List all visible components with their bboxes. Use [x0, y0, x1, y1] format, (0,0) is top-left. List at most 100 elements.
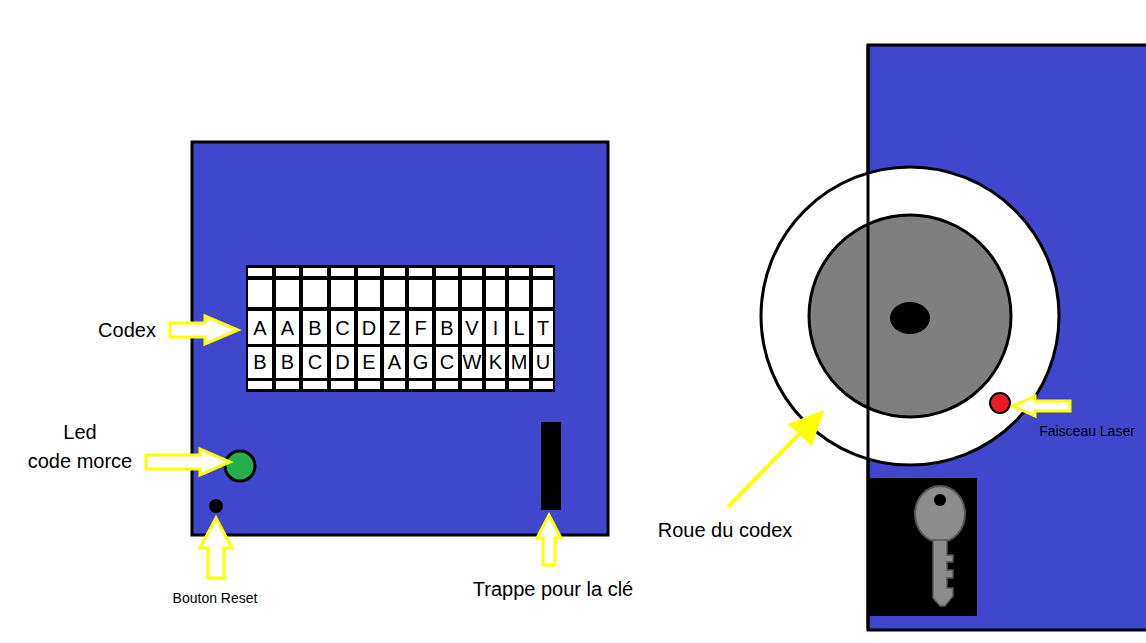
codex-cell: [462, 347, 482, 378]
wheel-axle: [890, 302, 930, 334]
codex-cell: [436, 347, 458, 378]
codex-cell: [509, 280, 529, 307]
codex-cell: [276, 381, 299, 389]
codex-cell: [276, 268, 299, 276]
codex-cell: [462, 381, 482, 389]
codex-cell: [533, 280, 553, 307]
callout-arrow: [170, 316, 238, 344]
codex-cell: [331, 280, 354, 307]
codex-cell: [384, 311, 405, 344]
codex-cell: [303, 280, 327, 307]
codex-cell: [509, 268, 529, 276]
codex-cell: [384, 347, 405, 378]
callout-arrow: [200, 518, 232, 578]
codex-cell: [462, 311, 482, 344]
wrap-spacer: [116, 418, 138, 438]
codex-cell: [303, 311, 327, 344]
codex-letter: L: [513, 317, 524, 340]
part-label: Codex: [98, 319, 156, 342]
part-label: Trappe pour la clé: [473, 578, 633, 601]
codex-grid: [246, 265, 555, 392]
key-shaft: [933, 540, 953, 606]
codex-cell: [533, 311, 553, 344]
callout-arrow: [1013, 396, 1070, 416]
codex-letter: B: [253, 351, 266, 374]
codex-cell: [436, 280, 458, 307]
codex-letter: C: [440, 351, 454, 374]
codex-wheel: [761, 167, 1059, 465]
codex-cell: [358, 280, 380, 307]
codex-letter: I: [493, 317, 499, 340]
codex-cell: [409, 347, 432, 378]
codex-cell: [409, 381, 432, 389]
codex-cell: [486, 280, 505, 307]
codex-cell: [248, 311, 272, 344]
arrow-head: [788, 410, 824, 446]
codex-cell: [248, 381, 272, 389]
codex-letter: D: [362, 317, 376, 340]
codex-letter: M: [511, 351, 528, 374]
codex-cell: [486, 347, 505, 378]
part-label: Roue du codex: [658, 519, 793, 542]
leader-line: [728, 430, 803, 507]
reset-button: [209, 499, 223, 513]
codex-cell: [331, 268, 354, 276]
callout-arrow: [146, 449, 230, 475]
codex-cell: [462, 280, 482, 307]
key-hole: [934, 494, 946, 506]
codex-cell: [384, 268, 405, 276]
led: [225, 451, 255, 481]
codex-letter: G: [413, 351, 429, 374]
codex-cell: [331, 311, 354, 344]
codex-cell: [509, 347, 529, 378]
codex-cell: [384, 280, 405, 307]
codex-letter: A: [388, 351, 401, 374]
codex-cell: [276, 347, 299, 378]
codex-letter: T: [537, 317, 549, 340]
key-slot: [541, 422, 561, 510]
codex-cell: [276, 311, 299, 344]
codex-cell: [486, 268, 505, 276]
codex-letter: A: [281, 317, 294, 340]
codex-cell: [533, 381, 553, 389]
codex-letter: B: [440, 317, 453, 340]
codex-cell: [436, 311, 458, 344]
key-head: [915, 486, 965, 542]
codex-letter: B: [281, 351, 294, 374]
codex-cell: [462, 268, 482, 276]
codex-cell: [409, 268, 432, 276]
housing-front: [192, 142, 608, 535]
codex-cell: [409, 311, 432, 344]
codex-letter: Z: [388, 317, 400, 340]
codex-letter: K: [489, 351, 502, 374]
part-label: Faisceau Laser: [1039, 423, 1135, 439]
codex-cell: [533, 347, 553, 378]
codex-cell: [358, 381, 380, 389]
codex-cell: [486, 381, 505, 389]
wrap-spacer: [22, 418, 44, 438]
laser-beam: [990, 393, 1010, 413]
codex-cell: [509, 381, 529, 389]
codex-cell: [533, 268, 553, 276]
key-box: [868, 478, 977, 616]
codex-letter: V: [465, 317, 478, 340]
wheel-hub: [809, 215, 1011, 417]
codex-cell: [486, 311, 505, 344]
codex-cell: [331, 347, 354, 378]
codex-letter: D: [335, 351, 349, 374]
codex-cell: [358, 347, 380, 378]
codex-frame: [246, 265, 555, 392]
codex-cell: [248, 268, 272, 276]
part-label: Led code morce: [22, 418, 138, 476]
codex-cell: [303, 268, 327, 276]
codex-letter: C: [308, 351, 322, 374]
codex-letter: B: [308, 317, 321, 340]
codex-cell: [436, 381, 458, 389]
codex-cell: [384, 381, 405, 389]
codex-cell: [303, 381, 327, 389]
part-label: Bouton Reset: [173, 590, 258, 606]
codex-cell: [409, 280, 432, 307]
codex-cell: [436, 268, 458, 276]
